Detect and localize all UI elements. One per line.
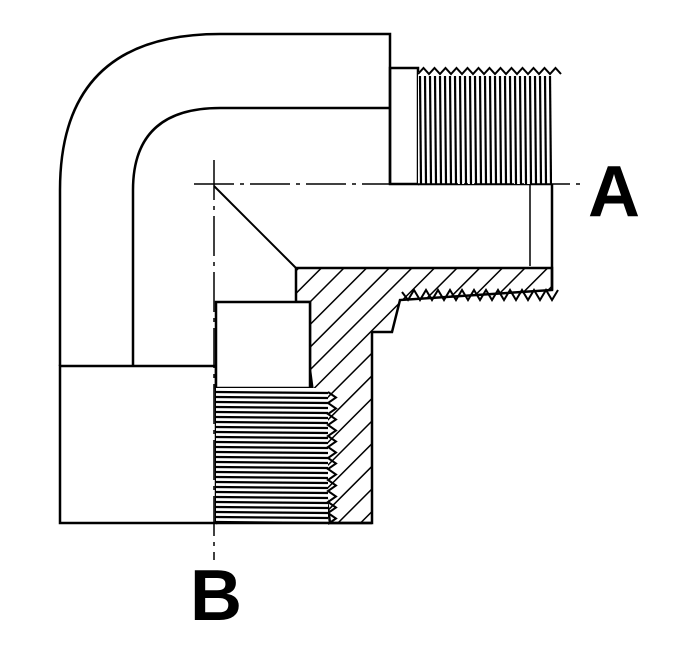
centerlines <box>194 160 585 560</box>
thread-line <box>508 75 513 184</box>
thread-line <box>548 75 552 184</box>
thread-line <box>453 75 458 184</box>
thread-line <box>216 420 328 425</box>
thread-line <box>428 75 433 184</box>
thread-line <box>216 495 328 500</box>
thread-line <box>473 75 478 184</box>
male-thread-crest <box>417 66 562 76</box>
thread-line <box>448 75 453 184</box>
thread-line <box>458 75 463 184</box>
thread-line <box>216 410 328 415</box>
thread-line <box>503 75 508 184</box>
thread-line <box>216 515 328 520</box>
thread-line <box>498 75 503 184</box>
thread-line <box>216 390 328 395</box>
thread-line <box>216 405 328 410</box>
thread-line <box>216 510 328 515</box>
thread-line <box>463 75 468 184</box>
label-b: B <box>190 556 242 636</box>
thread-line <box>518 75 523 184</box>
thread-line <box>216 450 328 455</box>
thread-line <box>216 430 328 435</box>
thread-line <box>216 445 328 450</box>
thread-line <box>543 75 548 184</box>
thread-line <box>216 475 328 480</box>
thread-line <box>528 75 533 184</box>
thread-line <box>478 75 483 184</box>
thread-line <box>216 505 328 510</box>
female-thread <box>216 388 328 523</box>
thread-line <box>216 480 328 485</box>
section-cut <box>213 184 559 525</box>
label-a: A <box>588 152 640 232</box>
thread-line <box>533 75 538 184</box>
thread-line <box>433 75 438 184</box>
male-thread <box>418 72 552 184</box>
thread-line <box>438 75 443 184</box>
thread-line <box>216 440 328 445</box>
thread-line <box>423 75 428 184</box>
thread-line <box>216 500 328 505</box>
thread-line <box>468 75 473 184</box>
thread-line <box>216 435 328 440</box>
female-thread-teeth <box>326 391 338 525</box>
thread-line <box>538 75 543 184</box>
thread-line <box>216 465 328 470</box>
thread-line <box>216 415 328 420</box>
thread-line <box>513 75 518 184</box>
thread-line <box>216 400 328 405</box>
thread-line <box>216 460 328 465</box>
thread-line <box>443 75 448 184</box>
thread-line <box>216 395 328 400</box>
thread-line <box>523 75 528 184</box>
thread-line <box>493 75 498 184</box>
thread-line <box>488 75 493 184</box>
thread-line <box>216 490 328 495</box>
thread-line <box>216 485 328 490</box>
thread-line <box>483 75 488 184</box>
thread-line <box>216 455 328 460</box>
thread-line <box>418 75 423 184</box>
thread-line <box>216 470 328 475</box>
thread-line <box>216 425 328 430</box>
